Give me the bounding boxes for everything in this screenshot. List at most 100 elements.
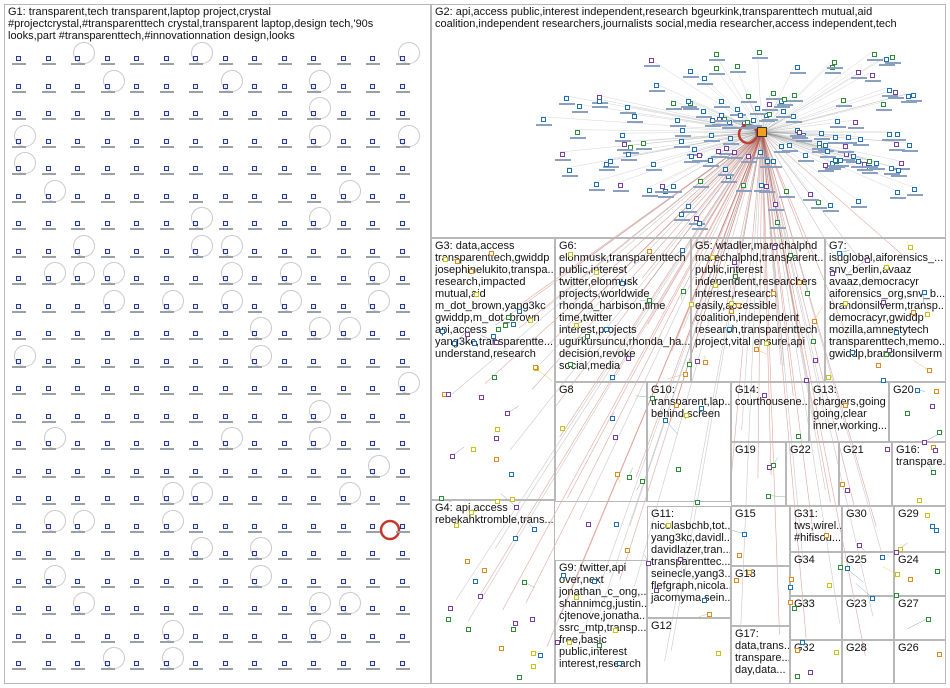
node-label-mark	[395, 63, 410, 65]
node-label-mark	[837, 150, 854, 153]
node-label-mark	[71, 90, 85, 93]
graph-node	[697, 220, 703, 226]
graph-node	[770, 91, 776, 96]
node-label-mark	[130, 613, 144, 615]
graph-node	[193, 468, 198, 474]
graph-node	[281, 303, 287, 309]
node-label-mark	[307, 200, 321, 203]
node-label-mark	[248, 310, 262, 313]
hub-node	[757, 127, 767, 137]
graph-node	[134, 221, 139, 226]
graph-node	[925, 312, 931, 318]
graph-node	[822, 143, 828, 149]
graph-node	[850, 350, 856, 356]
node-label-mark	[12, 63, 26, 65]
node-label-mark	[366, 228, 380, 230]
graph-node	[370, 551, 375, 556]
node-label-mark	[130, 640, 144, 643]
cross-group-edge	[670, 131, 763, 651]
graph-node	[718, 99, 724, 105]
node-label-mark	[366, 530, 380, 533]
cross-group-edge	[518, 131, 763, 329]
node-label-mark	[277, 338, 292, 340]
group-label-G4: G4: api,access rebekahktromble,trans...	[435, 502, 554, 526]
hub-edge	[761, 93, 907, 133]
node-label-mark	[130, 668, 144, 670]
graph-node	[573, 322, 579, 328]
group-label-G7: G7: isdglobal,aiforensics_... snv_berlin…	[829, 240, 946, 360]
graph-node	[797, 130, 803, 136]
hub-edge	[597, 94, 763, 133]
node-label-mark	[862, 171, 879, 174]
graph-node	[734, 63, 740, 69]
node-label-mark	[71, 640, 85, 643]
graph-node	[222, 523, 228, 529]
graph-node	[311, 551, 316, 556]
graph-node	[311, 331, 316, 336]
node-label-mark	[829, 125, 846, 128]
graph-node	[649, 58, 655, 64]
node-label-mark	[307, 118, 321, 120]
graph-node	[104, 331, 110, 336]
graph-node	[163, 331, 169, 336]
graph-node	[513, 621, 519, 627]
node-label-mark	[189, 63, 203, 65]
cross-group-edge	[576, 131, 763, 316]
graph-node	[370, 166, 375, 171]
graph-node	[560, 572, 566, 578]
node-label-mark	[100, 365, 115, 368]
graph-node	[794, 647, 800, 653]
node-label-mark	[248, 283, 262, 285]
cross-group-edge	[484, 131, 763, 384]
node-label-mark	[41, 63, 56, 65]
graph-node	[45, 578, 51, 584]
node-label-mark	[12, 200, 26, 203]
node-label-mark	[130, 255, 144, 258]
node-label-mark	[41, 255, 56, 258]
graph-node	[933, 448, 939, 454]
graph-node	[560, 426, 566, 432]
node-label-mark	[277, 228, 292, 230]
graph-node	[370, 578, 375, 584]
cross-group-edge	[725, 131, 763, 308]
graph-node	[870, 595, 876, 601]
graph-node	[893, 593, 899, 599]
graph-node	[481, 567, 487, 573]
graph-node	[75, 276, 80, 281]
local-edge	[667, 373, 685, 380]
graph-node	[495, 498, 501, 504]
group-label-G28: G28	[846, 642, 867, 654]
cross-group-edge	[541, 131, 763, 312]
node-label-mark	[130, 503, 144, 505]
hub-edge	[761, 131, 817, 200]
graph-node	[252, 441, 257, 446]
graph-node	[222, 386, 228, 391]
hub-edge	[761, 97, 842, 133]
node-label-mark	[889, 148, 906, 151]
node-label-mark	[100, 668, 115, 670]
group-label-G34: G34	[794, 554, 815, 566]
graph-node	[134, 193, 139, 199]
graph-node	[163, 496, 169, 501]
node-label-mark	[307, 668, 321, 670]
graph-node	[807, 669, 813, 675]
graph-node	[703, 360, 709, 366]
graph-node	[311, 111, 316, 116]
graph-node	[370, 661, 375, 666]
node-label-mark	[703, 140, 720, 143]
node-label-mark	[71, 118, 85, 120]
cross-group-edge	[561, 131, 763, 614]
node-label-mark	[307, 310, 321, 313]
node-label-mark	[713, 106, 730, 109]
node-label-mark	[189, 668, 203, 670]
graph-node	[701, 597, 707, 603]
node-label-mark	[336, 90, 351, 93]
graph-node	[914, 387, 920, 393]
graph-node	[514, 504, 520, 510]
node-label-mark	[100, 338, 115, 340]
graph-node	[104, 303, 110, 309]
node-label-mark	[71, 365, 85, 368]
group-G27: G27	[894, 596, 946, 640]
node-label-mark	[682, 107, 699, 110]
graph-node	[45, 193, 51, 199]
